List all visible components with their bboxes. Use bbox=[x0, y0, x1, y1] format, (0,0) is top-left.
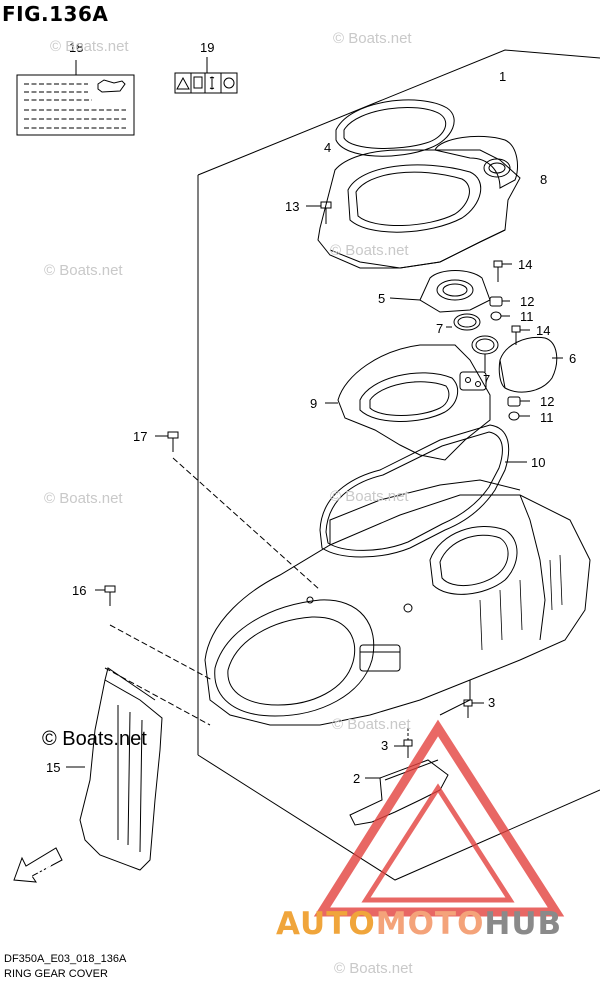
bolt-16 bbox=[95, 585, 213, 681]
bolt-17 bbox=[155, 431, 321, 591]
watermark: © Boats.net bbox=[330, 488, 409, 505]
bolt-13 bbox=[306, 201, 332, 224]
brand-part-moto: MOTO bbox=[375, 906, 485, 942]
callout-10: 10 bbox=[531, 455, 545, 470]
callout-12: 12 bbox=[520, 294, 534, 309]
bolt-14-upper bbox=[493, 260, 512, 282]
bolt-14-lower bbox=[511, 325, 530, 345]
callout-8: 8 bbox=[540, 172, 547, 187]
figure-name: RING GEAR COVER bbox=[4, 968, 108, 980]
brand-part-auto: AUTO bbox=[276, 906, 376, 942]
guard-plate bbox=[66, 667, 211, 871]
callout-9: 9 bbox=[310, 396, 317, 411]
callout-11: 11 bbox=[520, 309, 534, 324]
watermark: © Boats.net bbox=[44, 490, 123, 507]
seal-7-left bbox=[446, 313, 481, 331]
gasket bbox=[319, 424, 527, 558]
elbow-duct bbox=[498, 336, 563, 393]
brand-part-hub: HUB bbox=[484, 906, 563, 942]
seal-7-right bbox=[471, 335, 499, 372]
watermark: © Boats.net bbox=[334, 960, 413, 977]
fwd-arrow-icon bbox=[13, 847, 63, 883]
callout-11: 11 bbox=[540, 410, 554, 425]
seal-ring bbox=[335, 99, 455, 157]
figure-code: DF350A_E03_018_136A bbox=[4, 953, 127, 965]
callout-15: 15 bbox=[46, 760, 60, 775]
bolt-3-lower bbox=[394, 728, 413, 758]
engine-label-sticker bbox=[16, 60, 135, 136]
watermark: © Boats.net bbox=[330, 242, 409, 259]
silencer-lower-case bbox=[325, 344, 491, 461]
caution-label-sticker bbox=[174, 57, 238, 94]
automotohub-brand: AUTOMOTOHUB bbox=[276, 906, 562, 942]
automotohub-logo-triangle bbox=[313, 719, 565, 917]
callout-13: 13 bbox=[285, 199, 299, 214]
assembly-bracket bbox=[197, 49, 600, 176]
watermark-prominent: © Boats.net bbox=[42, 728, 147, 750]
figure-title: FIG.136A bbox=[2, 2, 109, 26]
callout-17: 17 bbox=[133, 429, 147, 444]
assembly-bracket-bottom bbox=[197, 754, 600, 881]
watermark: © Boats.net bbox=[44, 262, 123, 279]
callout-3: 3 bbox=[381, 738, 388, 753]
callout-1: 1 bbox=[499, 69, 506, 84]
callout-5: 5 bbox=[378, 291, 385, 306]
grommet-12-lower bbox=[507, 396, 530, 407]
intake-duct bbox=[389, 270, 491, 313]
fwd-label: FWD bbox=[26, 858, 54, 880]
collar-11-lower bbox=[508, 411, 530, 421]
watermark: © Boats.net bbox=[332, 716, 411, 733]
grommet-12-upper bbox=[489, 296, 510, 307]
callout-16: 16 bbox=[72, 583, 86, 598]
callout-6: 6 bbox=[569, 351, 576, 366]
callout-4: 4 bbox=[324, 140, 331, 155]
bolt-3-right bbox=[463, 699, 484, 718]
watermark: © Boats.net bbox=[333, 30, 412, 47]
callout-7: 7 bbox=[483, 372, 490, 387]
callout-12: 12 bbox=[540, 394, 554, 409]
ring-gear-cover bbox=[204, 479, 591, 726]
callout-7: 7 bbox=[436, 321, 443, 336]
callout-14: 14 bbox=[536, 323, 550, 338]
silencer-upper-case bbox=[317, 135, 521, 269]
callout-14: 14 bbox=[518, 257, 532, 272]
callout-2: 2 bbox=[353, 771, 360, 786]
callout-19: 19 bbox=[200, 40, 214, 55]
collar-11-upper bbox=[490, 311, 510, 321]
callout-18: 18 bbox=[69, 40, 83, 55]
callout-3: 3 bbox=[488, 695, 495, 710]
watermark: © Boats.net bbox=[50, 38, 129, 55]
